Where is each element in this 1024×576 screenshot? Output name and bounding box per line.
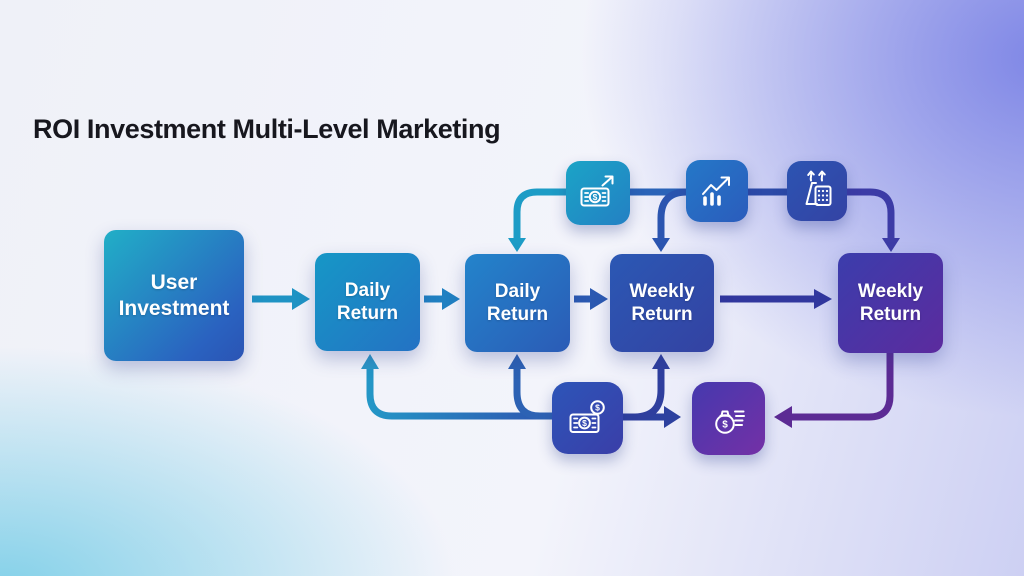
node-weekly-return-2: Weekly Return [838,253,943,353]
node-daily-return-2: Daily Return [465,254,570,352]
svg-text:$: $ [593,192,598,202]
node-weekly-return-1: Weekly Return [610,254,714,352]
calculator-growth-icon [787,161,847,221]
node-user-investment: User Investment [104,230,244,361]
diagram-title: ROI Investment Multi-Level Marketing [33,114,501,144]
cash-growth-icon: $ [566,161,630,225]
node-daily-return-1: Daily Return [315,253,420,351]
node-label: Daily Return [486,280,549,325]
node-label: Weekly Return [857,280,924,325]
svg-text:$: $ [582,418,587,428]
node-label: Daily Return [336,279,399,324]
node-label: Weekly Return [629,280,695,325]
svg-text:$: $ [595,403,600,413]
chart-growth-icon [686,160,748,222]
node-label: User Investment [118,270,230,320]
money-bag-icon: $ [692,382,765,455]
svg-text:$: $ [722,419,728,430]
cash-coin-icon: $ $ [552,382,623,454]
